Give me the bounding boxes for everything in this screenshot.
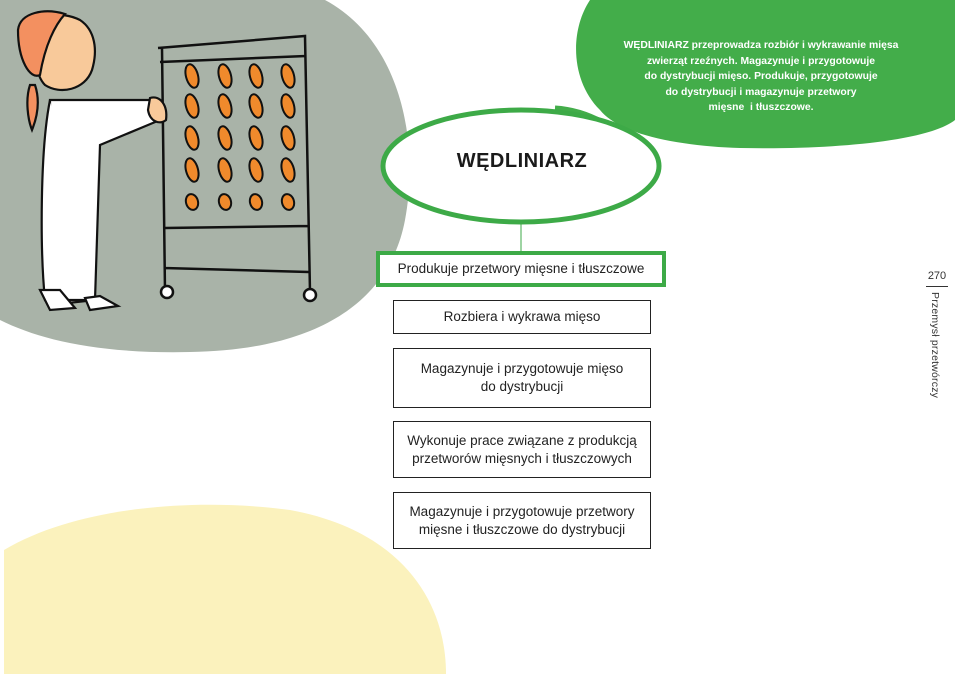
sausage [280, 157, 296, 183]
description-line: mięsne i tłuszczowe. [708, 102, 814, 113]
task-box: Rozbiera i wykrawa mięso [393, 300, 651, 334]
description-line: do dystrybucji i magazynuje przetwory [665, 86, 857, 98]
task-box: Magazynuje i przygotowuje przetwory mięs… [393, 492, 651, 549]
green-description-bubble [576, 0, 955, 149]
task-text: do dystrybucji [480, 379, 564, 394]
task-box-highlighted: Produkuje przetwory mięsne i tłuszczowe [376, 251, 666, 287]
sausage [184, 125, 200, 151]
sausage [280, 193, 296, 211]
task-text: Magazynuje i przygotowuje mięso [420, 361, 624, 376]
task-text: mięsne i tłuszczowe do dystrybucji [418, 521, 626, 537]
description-line: WĘDLINIARZ przeprowadza rozbiór i wykraw… [623, 40, 899, 51]
yellow-background-blob [4, 504, 446, 674]
sausage-rack-illustration [157, 34, 318, 303]
task-text: Magazynuje i przygotowuje przetwory [409, 503, 635, 519]
sausage [248, 93, 264, 119]
sausage [248, 157, 264, 183]
sausage [248, 63, 264, 89]
sausage [217, 125, 233, 151]
task-text: Wykonuje prace związane z produkcją [407, 432, 637, 448]
task-box: Wykonuje prace związane z produkcją prze… [393, 421, 651, 478]
description-text: WĘDLINIARZ przeprowadza rozbiór i wykraw… [596, 38, 926, 116]
sausage [184, 63, 200, 89]
description-line: do dystrybucji mięso. Produkuje, przygot… [644, 71, 878, 82]
sausage [217, 157, 233, 183]
sausage [184, 193, 200, 211]
page-number-rule [926, 286, 948, 287]
sausage [280, 125, 296, 151]
sausage [280, 63, 296, 89]
task-text: przetworów mięsnych i tłuszczowych [412, 450, 632, 466]
sausage [184, 157, 200, 183]
profession-title: WĘDLINIARZ [456, 150, 588, 172]
task-box: Magazynuje i przygotowuje mięso do dystr… [393, 348, 651, 408]
sausage [248, 125, 264, 151]
sausage [217, 193, 233, 211]
page-number: 270 [927, 270, 947, 282]
sausages [184, 63, 296, 211]
sausage [248, 193, 264, 211]
section-label: Przemysł przetwórczy [929, 292, 941, 399]
task-text: Produkuje przetwory mięsne i tłuszczowe [397, 261, 645, 276]
sausage [217, 63, 233, 89]
sausage [280, 93, 296, 119]
sausage [217, 93, 233, 119]
task-text: Rozbiera i wykrawa mięso [443, 309, 601, 324]
description-line: zwierząt rzeźnych. Magazynuje i przygoto… [646, 55, 876, 67]
butcher-figure [16, 10, 168, 312]
sausage [184, 93, 200, 119]
